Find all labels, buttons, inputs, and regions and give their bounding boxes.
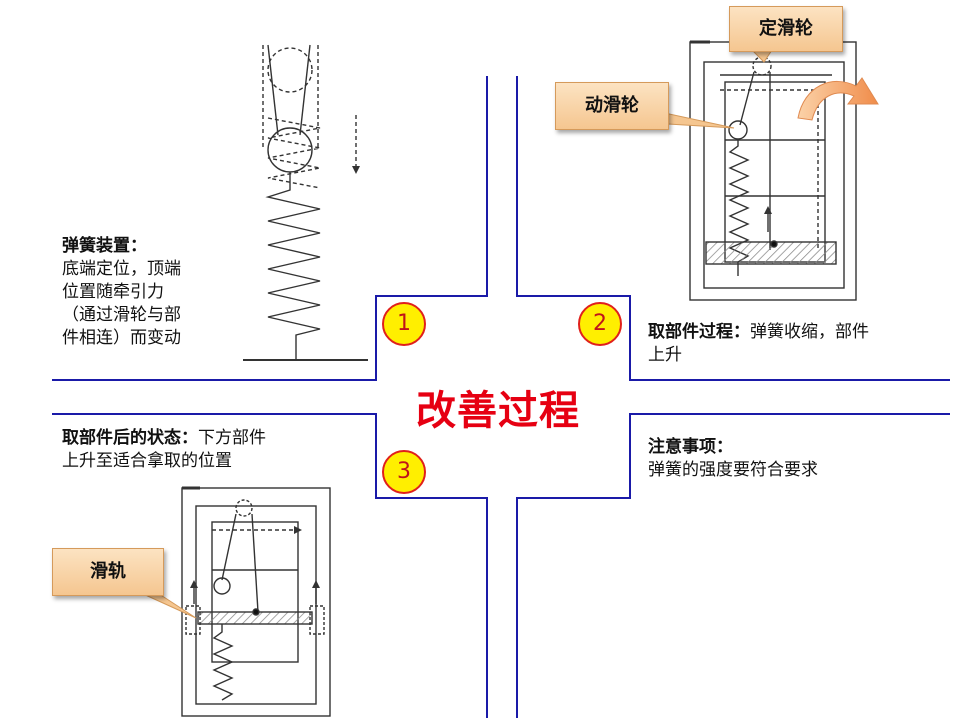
panel1-line: 件相连）而变动 — [62, 328, 181, 348]
moving-pulley-callout-pointer — [658, 111, 735, 129]
step-badge-3: 3 — [382, 450, 426, 494]
moving-pulley-callout: 动滑轮 — [555, 82, 669, 130]
slide-rail-cabinet-sketch — [181, 486, 331, 717]
panel2-body: 上升 — [648, 345, 682, 365]
panel1-line: （通过滑轮与部 — [62, 305, 181, 325]
panel1-line: 位置随牵引力 — [62, 282, 164, 302]
panel2-heading: 取部件过程： — [648, 322, 750, 342]
slide-rail-callout: 滑轨 — [52, 548, 164, 596]
panel3-heading: 取部件后的状态： — [62, 428, 198, 448]
fixed-pulley-callout: 定滑轮 — [729, 6, 843, 52]
panel3-body: 下方部件 — [198, 428, 266, 448]
panel1-line: 底端定位，顶端 — [62, 259, 181, 279]
panel4-body: 弹簧的强度要符合要求 — [648, 460, 818, 480]
pulley-cabinet-sketch — [689, 40, 857, 301]
panel3-body: 上升至适合拿取的位置 — [62, 451, 232, 471]
spring-device-sketch — [243, 44, 368, 361]
step-badge-2: 2 — [578, 302, 622, 346]
slide-title: 改善过程 — [416, 388, 580, 434]
step-badge-1: 1 — [382, 302, 426, 346]
panel3-text: 取部件后的状态：下方部件 上升至适合拿取的位置 — [62, 427, 266, 473]
panel4-text: 注意事项： 弹簧的强度要符合要求 — [648, 436, 818, 482]
panel4-heading: 注意事项： — [648, 437, 733, 457]
panel2-body: 弹簧收缩，部件 — [750, 322, 869, 342]
cross-divider — [52, 76, 950, 718]
panel1-heading: 弹簧装置： — [62, 236, 147, 256]
panel2-text: 取部件过程：弹簧收缩，部件 上升 — [648, 321, 869, 367]
panel1-text: 弹簧装置： 底端定位，顶端 位置随牵引力 （通过滑轮与部 件相连）而变动 — [62, 235, 181, 350]
rotation-arrow — [797, 77, 879, 121]
